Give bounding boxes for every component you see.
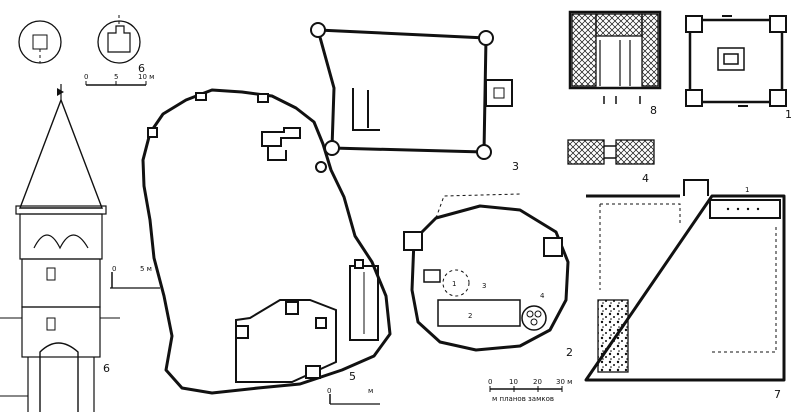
- tower-elevation: [0, 84, 120, 412]
- scale-tick-0: 0: [84, 73, 88, 81]
- plan5-scale-bar: 0 м: [327, 387, 380, 405]
- castle-plan-1: [685, 15, 787, 107]
- plan-2-label: 2: [566, 346, 573, 359]
- castles-scale-bar: 0 10 20 30 м м планов замков: [488, 378, 572, 403]
- castle-plan-5: [141, 88, 392, 395]
- plan-1-label: 1: [785, 108, 792, 121]
- castle-plan-4: [567, 139, 655, 165]
- castle-plan-2: [403, 193, 570, 352]
- scale-tick-5: 5: [114, 73, 118, 81]
- tower-plan-scale-bar: 0 5 10 м: [84, 73, 154, 86]
- scale-tick-0: 0: [488, 378, 492, 386]
- plan-3-label: 3: [512, 160, 519, 173]
- plan-2-part-1: 1: [452, 280, 456, 288]
- tower-plan-circle: [18, 20, 62, 64]
- tower-plan-round: [97, 15, 141, 64]
- scale-tick-5: 5 м: [140, 265, 152, 273]
- plan-2-part-2: 2: [468, 312, 472, 320]
- castle-plan-8: [568, 10, 662, 104]
- plan-4-label: 4: [642, 172, 649, 185]
- plan-7-part-1: 1: [745, 186, 749, 194]
- scale-tick-0: 0: [327, 387, 331, 395]
- plan-7-label: 7: [774, 388, 781, 401]
- scale-tick-10: 10: [509, 378, 518, 386]
- scale-tick-10: 10 м: [138, 73, 154, 81]
- tower-elev-scale-bar: 0 5 м: [110, 265, 160, 289]
- tower-plan-label: 6: [138, 62, 145, 75]
- plan-2-part-4: 4: [540, 292, 545, 300]
- scale-tick-30: 30 м: [556, 378, 572, 386]
- plan-8-label: 8: [650, 104, 657, 117]
- plan-5-label: 5: [349, 370, 356, 383]
- scale-caption: м планов замков: [492, 395, 554, 403]
- scale-tick-0: 0: [112, 265, 116, 273]
- scale-tick-m: м: [368, 387, 373, 395]
- tower-elev-label: 6: [103, 362, 110, 375]
- castle-plan-3: [310, 22, 513, 160]
- scale-tick-20: 20: [533, 378, 542, 386]
- plan-2-part-3: 3: [482, 282, 486, 290]
- castle-plan-7: [584, 179, 786, 382]
